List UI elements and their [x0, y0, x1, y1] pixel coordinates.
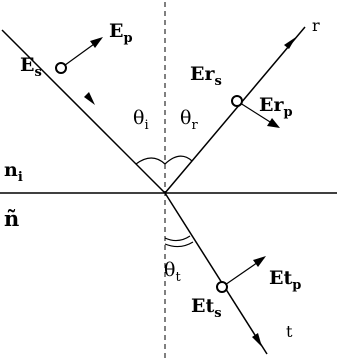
reflected-ray-r-label: r	[312, 16, 320, 35]
reflected-ray-arrowhead	[284, 37, 296, 49]
transmission-angle-arc-inner	[164, 241, 194, 248]
incident-ray-arrowhead	[84, 92, 95, 105]
theta-r-label: θr	[180, 107, 198, 133]
medium-ni-label: ni	[4, 159, 23, 185]
reflected-ers-circle-icon	[231, 95, 243, 107]
transmitted-etp-arrowhead	[253, 256, 266, 267]
incident-es-label: Es	[20, 54, 42, 80]
transmission-angle-arc-outer	[164, 235, 191, 242]
theta-i-label: θi	[133, 107, 149, 133]
incidence-angle-arc	[135, 157, 166, 165]
transmitted-etp-label: Etp	[269, 267, 301, 293]
reflection-angle-arc	[164, 155, 193, 165]
incident-ray	[1, 29, 166, 194]
medium-n-tilde-label: ñ	[4, 206, 19, 231]
reflected-erp-arrowhead	[267, 118, 280, 128]
reflected-ray	[164, 26, 306, 194]
theta-t-label: θt	[164, 259, 181, 285]
transmitted-ray-t-label: t	[286, 322, 293, 341]
incident-ep-arrowhead	[90, 37, 103, 48]
transmitted-ets-label: Ets	[191, 295, 222, 321]
incident-ep-label: Ep	[109, 20, 133, 46]
reflected-ers-label: Ers	[190, 63, 222, 89]
transmitted-ray-arrowhead	[252, 333, 262, 347]
transmitted-ray	[164, 192, 268, 355]
incident-es-circle-icon	[55, 62, 67, 74]
transmitted-ets-circle-icon	[216, 281, 228, 293]
reflected-erp-label: Erp	[259, 94, 293, 120]
